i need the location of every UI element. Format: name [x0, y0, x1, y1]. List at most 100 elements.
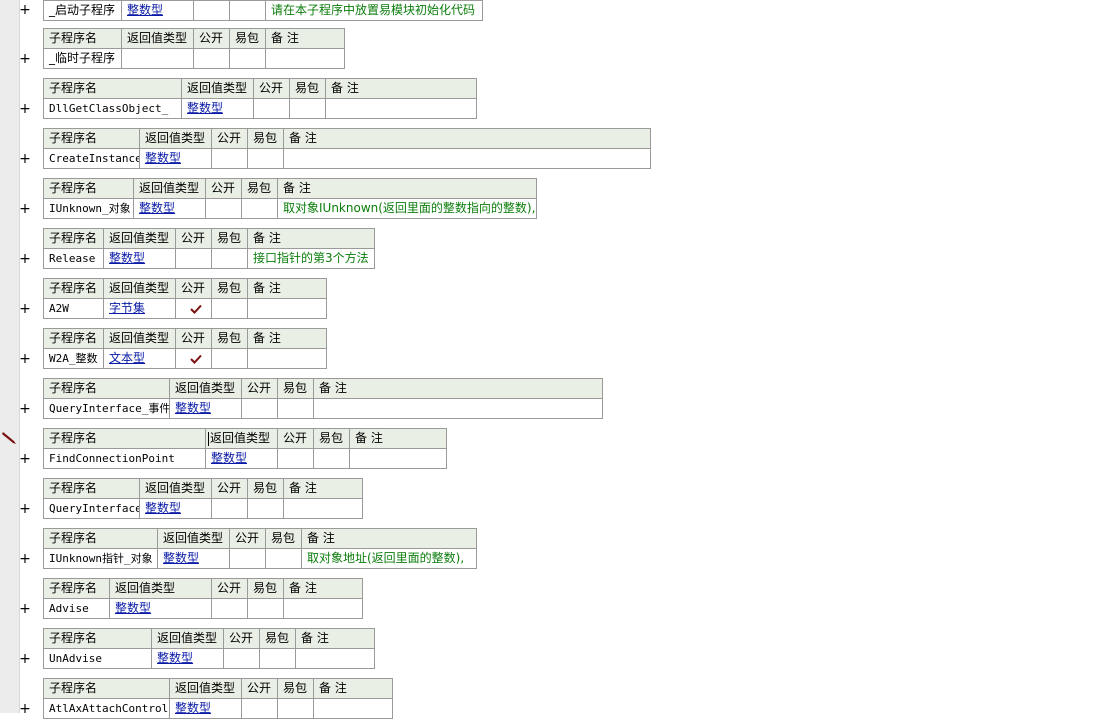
ebag-cell[interactable] — [289, 98, 326, 119]
ebag-cell[interactable] — [241, 198, 278, 219]
expand-button[interactable]: + — [19, 551, 31, 567]
return-type[interactable]: 整数型 — [151, 648, 224, 669]
subroutine-name[interactable]: Release — [43, 248, 104, 269]
return-type[interactable]: 整数型 — [169, 398, 242, 419]
ebag-cell[interactable] — [247, 598, 284, 619]
header-note: 备 注 — [265, 28, 345, 49]
public-cell[interactable] — [193, 48, 230, 69]
return-type[interactable]: 整数型 — [157, 548, 230, 569]
public-cell[interactable] — [175, 248, 212, 269]
public-cell[interactable] — [277, 448, 314, 469]
header-public: 公开 — [241, 678, 278, 699]
return-type[interactable]: 文本型 — [103, 348, 176, 369]
expand-button[interactable]: + — [19, 251, 31, 267]
subroutine-name[interactable]: QueryInterface_事件 — [43, 398, 170, 419]
return-type[interactable]: 整数型 — [139, 148, 212, 169]
subroutine-name[interactable]: IUnknown指针_对象 — [43, 548, 158, 569]
ebag-cell[interactable] — [277, 698, 314, 719]
return-type[interactable]: 整数型 — [133, 198, 206, 219]
subroutine-name[interactable]: Advise — [43, 598, 110, 619]
subroutine-name[interactable]: IUnknown_对象 — [43, 198, 134, 219]
note-cell[interactable] — [247, 298, 327, 319]
return-type[interactable] — [121, 48, 194, 69]
subroutine-name[interactable]: CreateInstance — [43, 148, 140, 169]
note-cell[interactable] — [325, 98, 477, 119]
table-row: UnAdvise 整数型 — [43, 648, 375, 669]
expand-button[interactable]: + — [19, 501, 31, 517]
header-return-type: 返回值类型 — [181, 78, 254, 99]
ebag-cell[interactable] — [313, 448, 350, 469]
return-type[interactable]: 整数型 — [139, 498, 212, 519]
public-cell[interactable] — [193, 0, 230, 21]
expand-button[interactable]: + — [19, 101, 31, 117]
ebag-cell[interactable] — [211, 348, 248, 369]
ebag-cell[interactable] — [277, 398, 314, 419]
expand-button[interactable]: + — [19, 2, 31, 18]
expand-button[interactable]: + — [19, 651, 31, 667]
ebag-cell[interactable] — [259, 648, 296, 669]
note-cell[interactable] — [265, 48, 345, 69]
table-header: 子程序名 返回值类型 公开 易包 备 注 — [43, 528, 477, 549]
note-cell[interactable] — [349, 448, 447, 469]
subroutine-name[interactable]: A2W — [43, 298, 104, 319]
ebag-cell[interactable] — [211, 248, 248, 269]
ebag-cell[interactable] — [211, 298, 248, 319]
note-cell[interactable] — [283, 498, 363, 519]
ebag-cell[interactable] — [247, 148, 284, 169]
subroutine-name[interactable]: W2A_整数 — [43, 348, 104, 369]
subroutine-name[interactable]: QueryInterface — [43, 498, 140, 519]
header-ebag: 易包 — [289, 78, 326, 99]
note-cell[interactable] — [295, 648, 375, 669]
expand-button[interactable]: + — [19, 351, 31, 367]
subroutine-name[interactable]: DllGetClassObject_ — [43, 98, 182, 119]
expand-button[interactable]: + — [19, 151, 31, 167]
ebag-cell[interactable] — [229, 0, 266, 21]
public-cell[interactable] — [211, 598, 248, 619]
note-cell[interactable] — [283, 148, 651, 169]
header-return-type: 返回值类型 — [121, 28, 194, 49]
subroutine-name[interactable]: AtlAxAttachControl — [43, 698, 170, 719]
table-header: 子程序名 返回值类型 公开 易包 备 注 — [43, 678, 393, 699]
public-cell[interactable] — [175, 348, 212, 369]
public-cell[interactable] — [229, 548, 266, 569]
expand-button[interactable]: + — [19, 701, 31, 717]
return-type[interactable]: 字节集 — [103, 298, 176, 319]
subroutine-name[interactable]: _启动子程序 — [43, 0, 122, 21]
expand-button[interactable]: + — [19, 401, 31, 417]
return-type[interactable]: 整数型 — [181, 98, 254, 119]
expand-button[interactable]: + — [19, 601, 31, 617]
note-cell[interactable] — [283, 598, 363, 619]
subroutine-name[interactable]: UnAdvise — [43, 648, 152, 669]
note-cell[interactable]: 取对象地址(返回里面的整数), — [301, 548, 477, 569]
note-cell[interactable]: 取对象IUnknown(返回里面的整数指向的整数), — [277, 198, 537, 219]
public-cell[interactable] — [253, 98, 290, 119]
ebag-cell[interactable] — [247, 498, 284, 519]
return-type[interactable]: 整数型 — [103, 248, 176, 269]
return-type[interactable]: 整数型 — [205, 448, 278, 469]
public-cell[interactable] — [241, 698, 278, 719]
note-cell[interactable]: 接口指针的第3个方法 — [247, 248, 375, 269]
public-cell[interactable] — [175, 298, 212, 319]
header-return-type-label: 返回值类型 — [210, 431, 271, 445]
public-cell[interactable] — [211, 148, 248, 169]
header-return-type: 返回值类型 — [103, 228, 176, 249]
return-type[interactable]: 整数型 — [121, 0, 194, 21]
public-cell[interactable] — [223, 648, 260, 669]
expand-button[interactable]: + — [19, 451, 31, 467]
public-cell[interactable] — [211, 498, 248, 519]
return-type[interactable]: 整数型 — [169, 698, 242, 719]
public-cell[interactable] — [205, 198, 242, 219]
note-cell[interactable] — [247, 348, 327, 369]
note-cell[interactable] — [313, 398, 603, 419]
expand-button[interactable]: + — [19, 301, 31, 317]
note-cell[interactable] — [313, 698, 393, 719]
subroutine-name[interactable]: _临时子程序 — [43, 48, 122, 69]
return-type[interactable]: 整数型 — [109, 598, 212, 619]
ebag-cell[interactable] — [229, 48, 266, 69]
ebag-cell[interactable] — [265, 548, 302, 569]
expand-button[interactable]: + — [19, 201, 31, 217]
public-cell[interactable] — [241, 398, 278, 419]
subroutine-name[interactable]: FindConnectionPoint — [43, 448, 206, 469]
expand-button[interactable]: + — [19, 51, 31, 67]
note-cell[interactable]: 请在本子程序中放置易模块初始化代码 — [265, 0, 483, 21]
